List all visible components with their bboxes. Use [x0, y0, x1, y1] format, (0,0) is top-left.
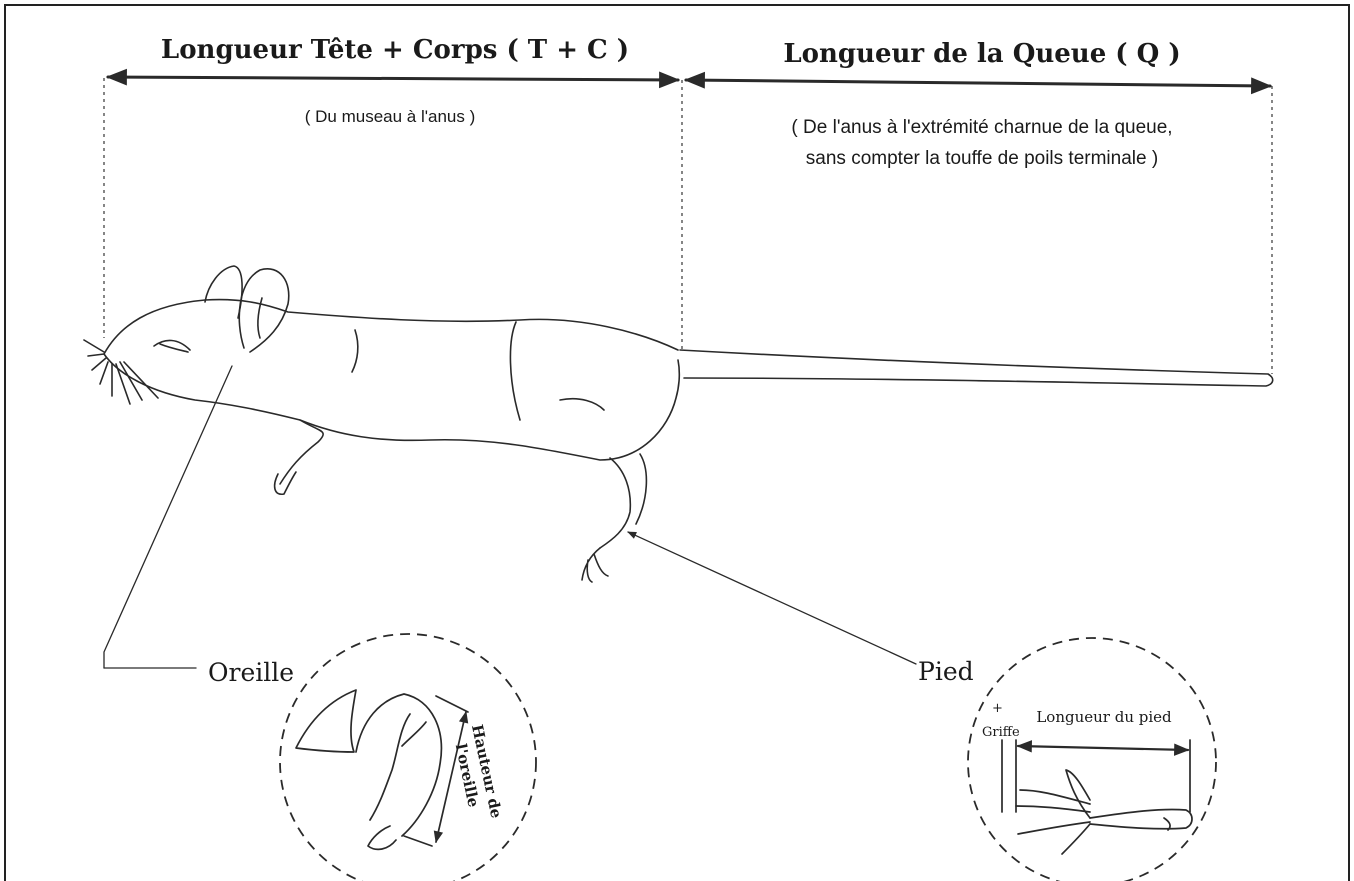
title-head-body: Longueur Tête + Corps ( T + C ) [161, 35, 629, 65]
ear-detail-inset: Hauteur de l'oreille [280, 634, 536, 881]
label-foot: Pied [918, 657, 974, 686]
mouse-illustration [84, 266, 1273, 582]
head-body-dimension-arrow [108, 77, 678, 80]
note-tail-line2: sans compter la touffe de poils terminal… [806, 148, 1158, 169]
foot-measure-label: Longueur du pied [1036, 708, 1172, 726]
label-ear: Oreille [208, 658, 294, 687]
ear-leader-line [104, 366, 232, 668]
foot-leader-arrow [628, 532, 916, 664]
claw-plus: + [992, 701, 1003, 716]
note-tail-line1: ( De l'anus à l'extrémité charnue de la … [791, 117, 1172, 138]
tail-dimension-arrow [686, 80, 1270, 86]
title-tail: Longueur de la Queue ( Q ) [783, 39, 1180, 69]
claw-label: Griffe [982, 725, 1020, 740]
note-head-body: ( Du museau à l'anus ) [305, 107, 476, 126]
foot-detail-inset: + Griffe Longueur du pied [968, 638, 1216, 881]
